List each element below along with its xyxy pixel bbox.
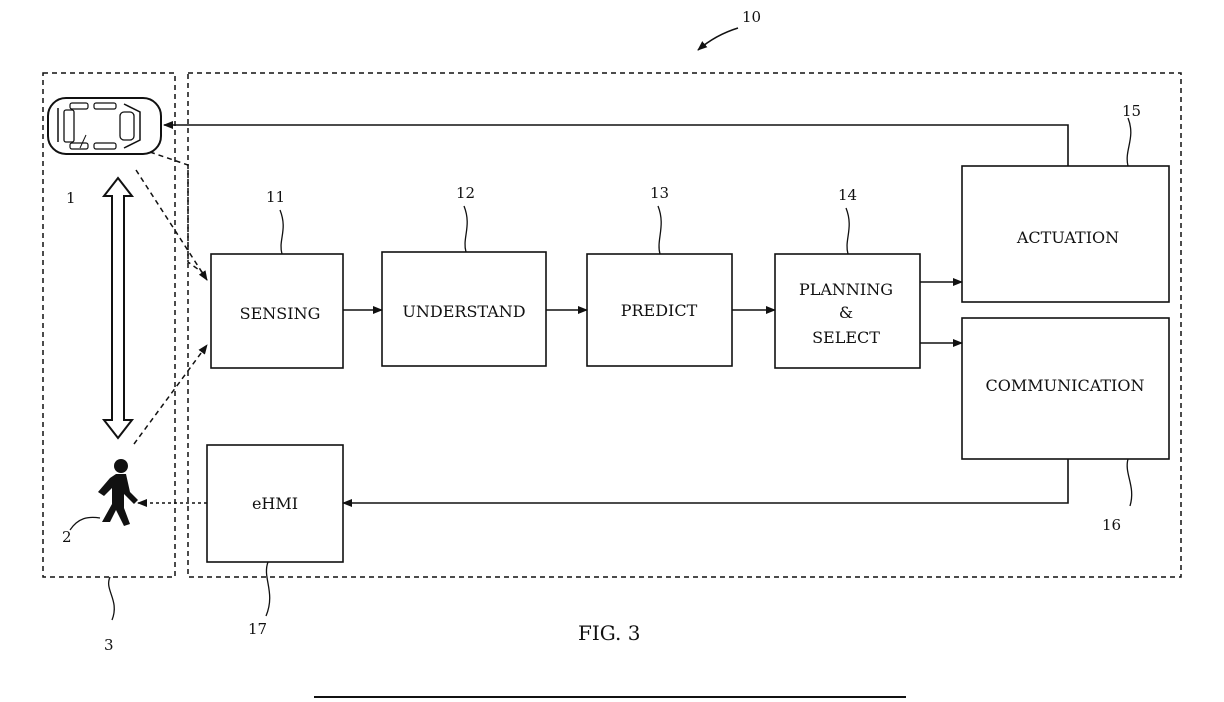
planning-label-line2: &: [839, 303, 853, 322]
planning-ref-leader: [846, 208, 849, 254]
communication-ref: 16: [1102, 516, 1121, 534]
communication-ref-leader: [1127, 459, 1132, 506]
ehmi-ref: 17: [248, 620, 267, 638]
ref-environment: 3: [104, 636, 114, 654]
ehmi-ref-leader: [266, 562, 270, 616]
double-arrow-icon: [104, 178, 132, 438]
actuation-ref-leader: [1127, 118, 1131, 166]
ref-pedestrian: 2: [62, 528, 72, 546]
arrow-actuation-vehicle: [164, 125, 1068, 166]
sensing-label: SENSING: [240, 304, 321, 323]
ref-environment-leader: [109, 577, 115, 620]
actuation-label: ACTUATION: [1016, 228, 1119, 247]
predict-label: PREDICT: [621, 301, 698, 320]
understand-ref-leader: [464, 206, 467, 252]
car-top-view-icon: [48, 98, 161, 154]
arrow-communication-ehmi: [343, 459, 1068, 503]
communication-label: COMMUNICATION: [986, 376, 1145, 395]
understand-ref: 12: [456, 184, 475, 202]
sensing-ref-leader: [280, 210, 283, 254]
vehicle-sensing-dashed-1: [136, 170, 207, 280]
ref-pedestrian-leader: [70, 517, 100, 530]
ref-vehicle: 1: [66, 189, 76, 207]
planning-ref: 14: [838, 186, 857, 204]
walking-person-icon: [98, 459, 138, 526]
planning-label-line1: PLANNING: [799, 280, 893, 299]
pedestrian-sensing-dashed: [134, 345, 207, 444]
ref-system: 10: [742, 8, 761, 26]
planning-label-line3: SELECT: [812, 328, 880, 347]
understand-label: UNDERSTAND: [402, 302, 525, 321]
ehmi-label: eHMI: [252, 494, 298, 513]
actuation-ref: 15: [1122, 102, 1141, 120]
predict-ref-leader: [658, 206, 661, 254]
predict-ref: 13: [650, 184, 669, 202]
figure-caption: FIG. 3: [578, 621, 640, 645]
ref-system-leader: [698, 28, 738, 50]
vehicle-sensing-dashed-2: [150, 152, 206, 275]
sensing-ref: 11: [266, 188, 285, 206]
